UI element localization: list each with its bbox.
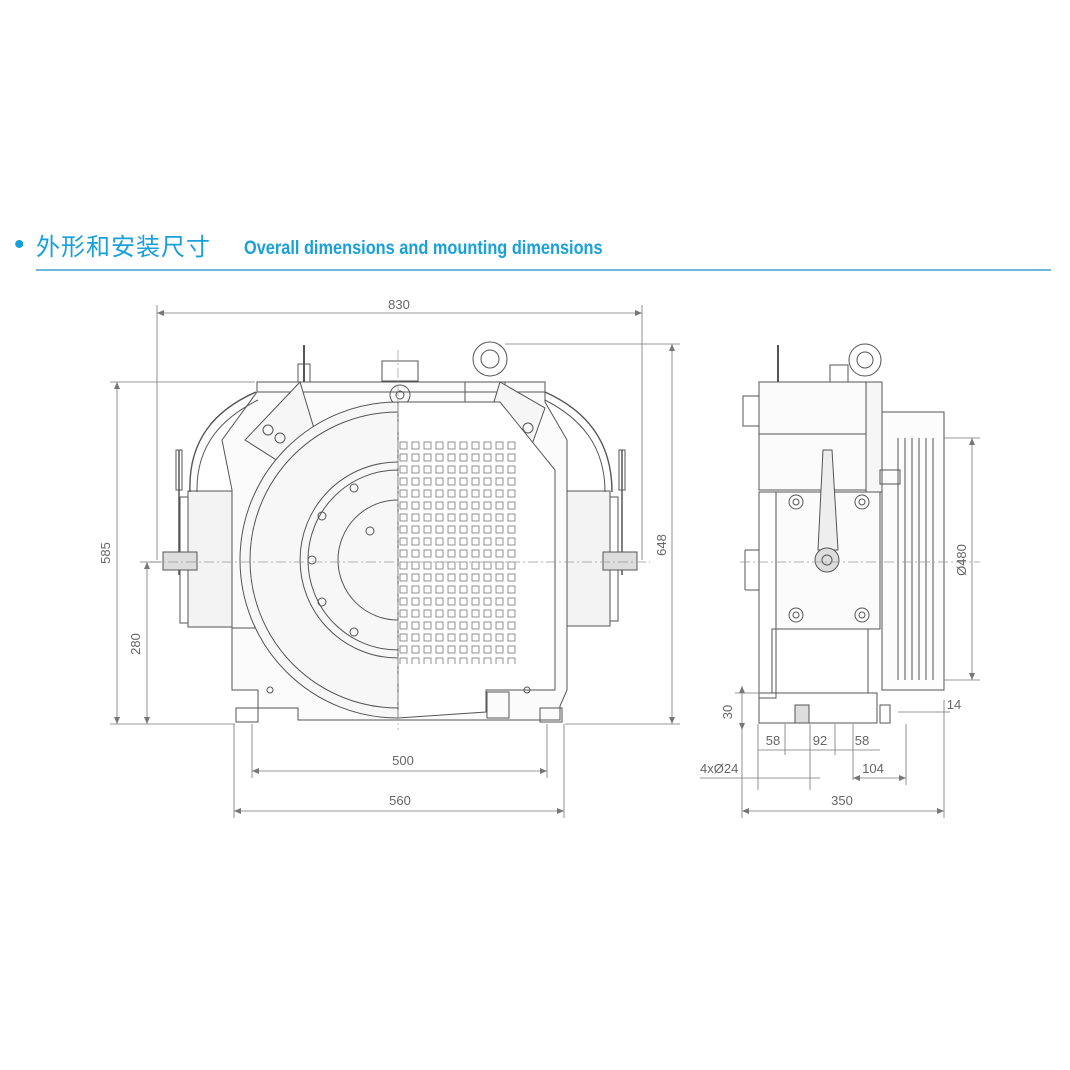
front-dimensions [110, 305, 680, 818]
dim-280: 280 [128, 633, 143, 655]
dim-350: 350 [831, 793, 853, 808]
dim-holes: 4xØ24 [700, 761, 738, 776]
sheave-disc [239, 401, 399, 719]
front-view [150, 341, 650, 730]
side-view [740, 343, 980, 724]
dim-830: 830 [388, 297, 410, 312]
title-english: Overall dimensions and mounting dimensio… [244, 238, 603, 259]
title-chinese: 外形和安装尺寸 [36, 233, 211, 261]
side-housing-top [758, 381, 867, 435]
top-lifting-ring [472, 341, 508, 377]
side-sheave [881, 411, 945, 691]
dim-648: 648 [654, 534, 669, 556]
dim-104: 104 [862, 761, 884, 776]
section-header: • 外形和安装尺寸 Overall dimensions and mountin… [14, 228, 1054, 274]
dim-30: 30 [720, 705, 735, 719]
header-rule [36, 269, 1051, 271]
dim-92: 92 [813, 733, 827, 748]
left-brake-block [187, 490, 233, 628]
dim-14: 14 [947, 697, 961, 712]
dim-500: 500 [392, 753, 414, 768]
dim-58-right: 58 [855, 733, 869, 748]
bullet-icon: • [14, 228, 25, 261]
dim-diameter-480: Ø480 [954, 544, 969, 576]
dim-560: 560 [389, 793, 411, 808]
dim-58-left: 58 [766, 733, 780, 748]
dim-585: 585 [98, 542, 113, 564]
side-dimensions [700, 437, 980, 818]
